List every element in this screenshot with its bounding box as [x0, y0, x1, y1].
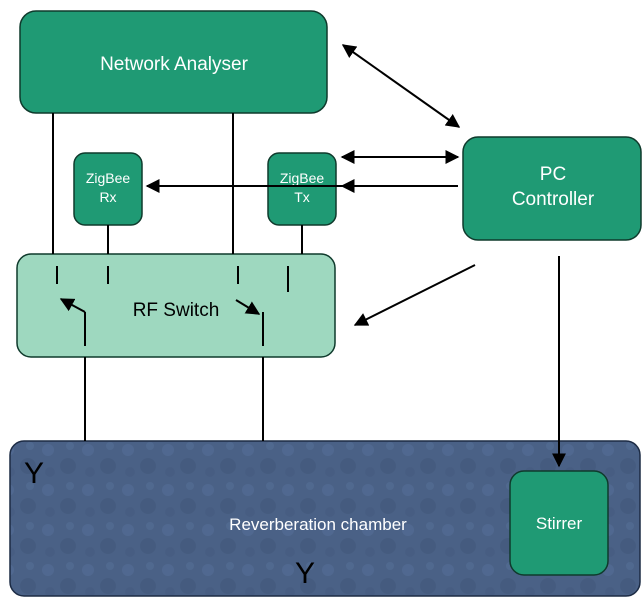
zigbee-tx-label-line2: Tx: [294, 189, 310, 205]
rf-switch-contacts: [56, 266, 289, 346]
zigbee-rx-label-line2: Rx: [99, 189, 116, 205]
zigbee-rx-block: ZigBee Rx: [73, 152, 143, 226]
pc-controller-block: PC Controller: [462, 136, 642, 241]
reverberation-chamber-block: Reverberation chamber Y Y: [9, 440, 641, 597]
pc-controller-label-line1: PC: [540, 164, 566, 185]
connection-lines: [52, 113, 303, 441]
network-analyser-block: Network Analyser: [19, 10, 328, 114]
control-arrows: [145, 44, 566, 468]
rf-switch-block: RF Switch: [16, 253, 336, 358]
rf-switch-label: RF Switch: [133, 300, 220, 321]
stirrer-block: Stirrer: [509, 470, 609, 576]
zigbee-rx-label-line1: ZigBee: [86, 170, 131, 186]
antenna-symbol-center: Y: [295, 557, 315, 590]
switch-arm-right: [235, 299, 261, 315]
zigbee-tx-block: ZigBee Tx: [267, 152, 337, 226]
arrow-pc-switch: [353, 264, 476, 326]
reverberation-chamber-label: Reverberation chamber: [229, 515, 407, 534]
switch-arm-left: [59, 298, 86, 313]
antenna-symbol-left: Y: [24, 457, 44, 490]
arrow-na-pc: [341, 44, 461, 128]
pc-controller-label-line2: Controller: [512, 189, 595, 210]
network-analyser-label: Network Analyser: [100, 54, 249, 75]
stirrer-label: Stirrer: [536, 514, 583, 533]
zigbee-tx-label-line1: ZigBee: [280, 170, 325, 186]
